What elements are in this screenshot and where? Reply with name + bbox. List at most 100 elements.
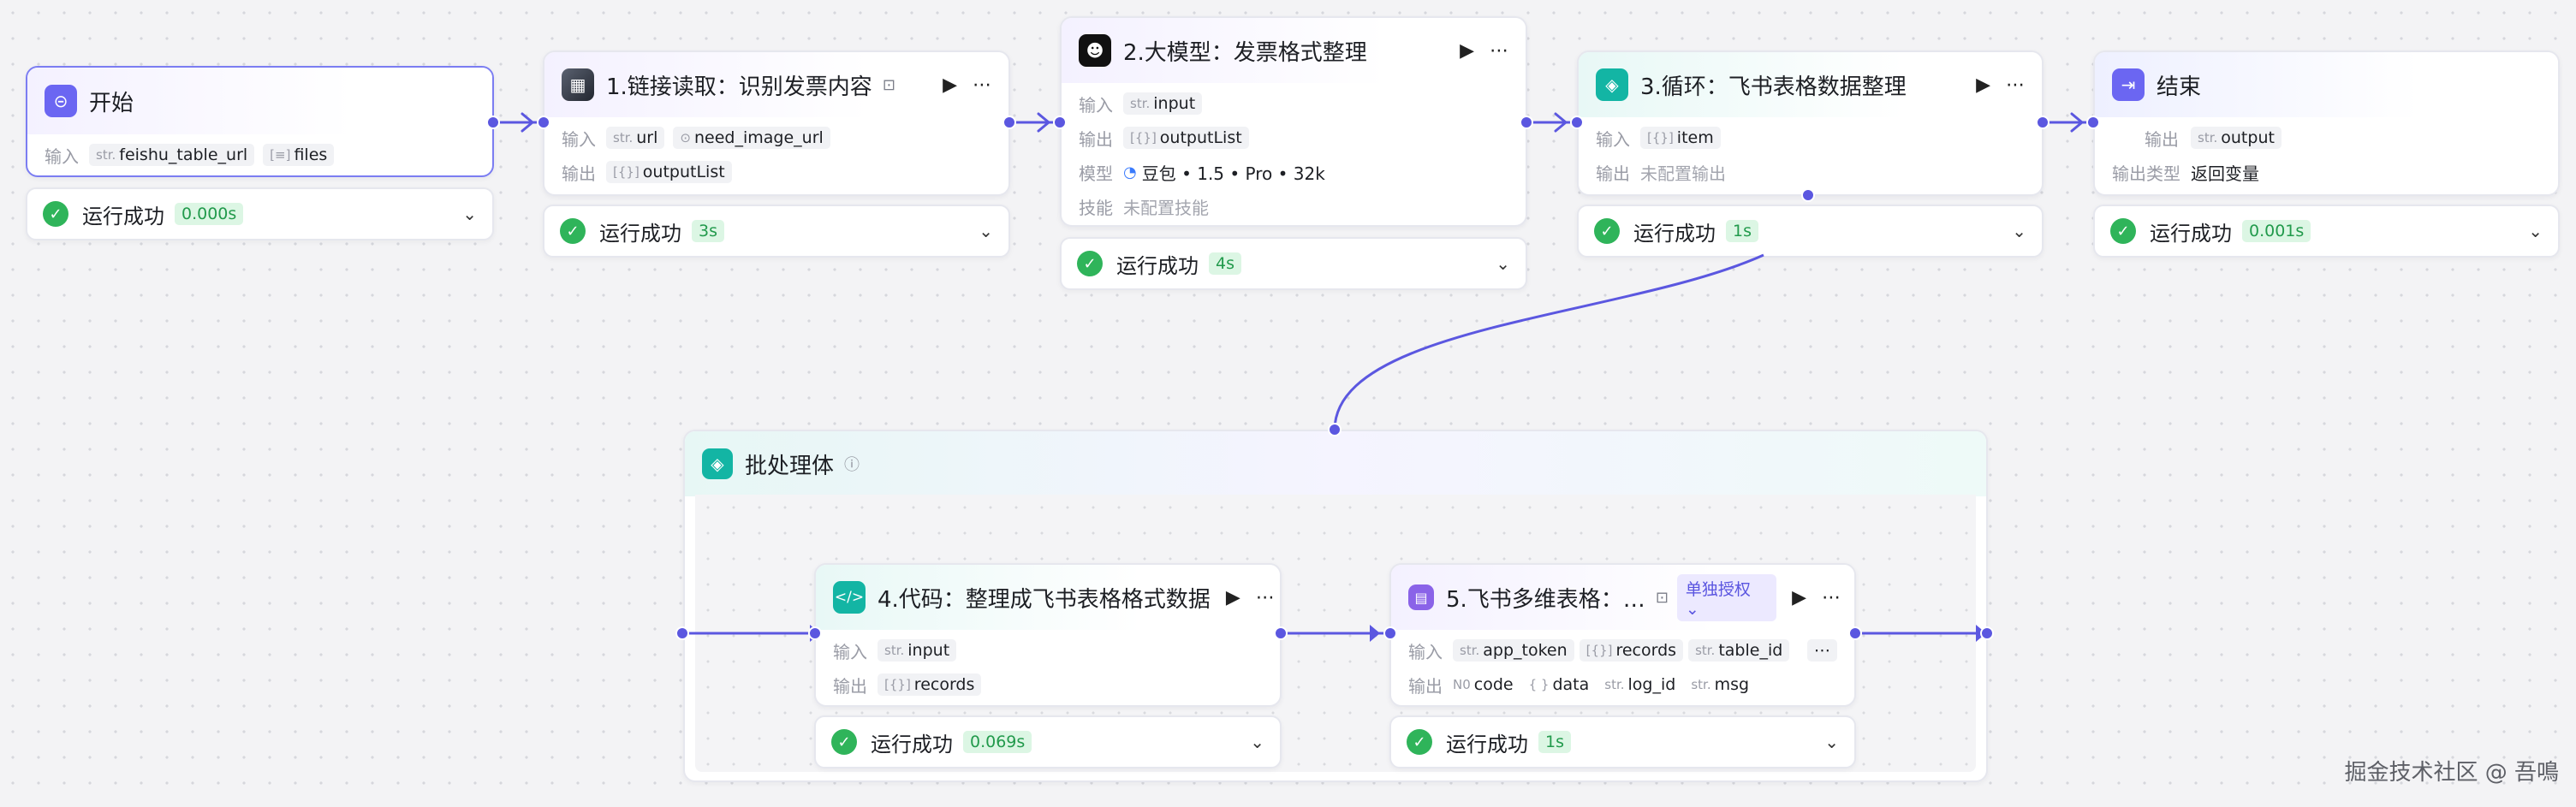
input-row: 输入 str.input — [1079, 86, 1508, 121]
node3-header: ◈ 3.循环：飞书表格数据整理 ▶ ⋯ — [1579, 52, 2042, 117]
run-status-bar[interactable]: ✓ 运行成功 3s ⌄ — [543, 205, 1010, 258]
doubao-icon: ◔ — [1123, 163, 1137, 181]
more-icon[interactable]: ⋯ — [2006, 74, 2025, 96]
more-icon[interactable]: ⋯ — [1255, 586, 1275, 608]
input-row: 输入 str.app_token [{}]records str.table_i… — [1408, 633, 1837, 668]
run-status-bar[interactable]: ✓ 运行成功 0.000s ⌄ — [26, 187, 494, 240]
start-icon: ⊝ — [45, 85, 77, 117]
node4-header: </> 4.代码：整理成飞书表格格式数据 ▶ ⋯ — [816, 565, 1280, 630]
param-tag: str.input — [878, 639, 957, 662]
output-label: 输出 — [1079, 128, 1113, 150]
skill-row: 技能 未配置技能 — [1079, 189, 1508, 223]
model-row: 模型 ◔ 豆包 • 1.5 • Pro • 32k — [1079, 155, 1508, 189]
run-status-bar[interactable]: ✓ 运行成功 1s ⌄ — [1389, 715, 1856, 768]
input-label: 输入 — [45, 145, 79, 167]
param-tag: [{}]records — [1579, 639, 1684, 662]
node-title: 4.代码：整理成飞书表格格式数据 — [878, 586, 1211, 613]
node5-header: ▤ 5.飞书多维表格：… ⊡ 单独授权 ⌄ ▶ ⋯ — [1391, 565, 1854, 630]
input-label: 输入 — [562, 128, 596, 150]
param-tag: str.msg — [1691, 675, 1750, 694]
arrow-start-node1 — [521, 112, 534, 133]
check-icon: ✓ — [1077, 251, 1103, 276]
arrow-node2-node3 — [1554, 112, 1568, 133]
status-text: 运行成功 — [2150, 221, 2232, 246]
start-node[interactable]: ⊝ 开始 输入 str.feishu_table_url [≡]files — [26, 66, 494, 177]
info-icon[interactable]: ⓘ — [844, 456, 860, 474]
model-label: 模型 — [1079, 163, 1113, 184]
node-title: 结束 — [2157, 74, 2202, 100]
run-icon[interactable]: ▶ — [1976, 74, 1990, 96]
time-badge: 0.000s — [175, 203, 244, 225]
chevron-down-icon[interactable]: ⌄ — [1250, 732, 1264, 752]
output-label: 输出 — [1408, 675, 1443, 697]
input-row: 输入 [{}]item — [1596, 121, 2025, 155]
output-type-label: 输出类型 — [2112, 163, 2180, 184]
input-row: 输入 str.url ⊙need_image_url — [562, 121, 991, 155]
llm-node[interactable]: ☻ 2.大模型：发票格式整理 ▶ ⋯ 输入 str.input 输出 [{}]o… — [1060, 16, 1527, 227]
input-row: 输入 str.input — [833, 633, 1263, 668]
loop-node[interactable]: ◈ 3.循环：飞书表格数据整理 ▶ ⋯ 输入 [{}]item 输出 未配置输出 — [1577, 50, 2044, 196]
check-icon: ✓ — [43, 201, 68, 227]
model-name: 豆包 • 1.5 • Pro • 32k — [1141, 163, 1325, 184]
param-tag: [{}]item — [1640, 127, 1721, 149]
output-label: 输出 — [1596, 163, 1630, 184]
run-status-bar[interactable]: ✓ 运行成功 0.069s ⌄ — [814, 715, 1282, 768]
param-tag: [{}]outputList — [1123, 127, 1249, 149]
node-title: 2.大模型：发票格式整理 — [1123, 39, 1367, 66]
run-status-bar[interactable]: ✓ 运行成功 1s ⌄ — [1577, 205, 2044, 258]
param-tag: { }data — [1528, 675, 1590, 694]
check-icon: ✓ — [2110, 218, 2136, 244]
input-label: 输入 — [833, 641, 867, 662]
chevron-down-icon[interactable]: ⌄ — [462, 204, 477, 224]
arrow-node1-node2 — [1037, 112, 1050, 133]
auth-dropdown[interactable]: 单独授权 ⌄ — [1676, 573, 1777, 621]
output-label: 输出 — [562, 163, 596, 184]
run-icon[interactable]: ▶ — [1792, 586, 1806, 608]
output-row: 输出 未配置输出 — [1596, 155, 2025, 189]
input-label: 输入 — [1408, 641, 1443, 662]
link-reader-icon: ▦ — [562, 68, 594, 101]
bitable-icon: ▤ — [1408, 584, 1434, 610]
input-row: 输入 str.feishu_table_url [≡]files — [45, 138, 475, 172]
feishu-bitable-node[interactable]: ▤ 5.飞书多维表格：… ⊡ 单独授权 ⌄ ▶ ⋯ 输入 str.app_tok… — [1389, 563, 1856, 707]
status-text: 运行成功 — [1116, 253, 1199, 278]
param-tag: [{}]records — [878, 673, 982, 696]
param-tag: str.log_id — [1604, 675, 1676, 694]
more-icon[interactable]: ⋯ — [1490, 39, 1508, 62]
output-row: 输出 str.output — [2112, 121, 2541, 155]
time-badge: 3s — [692, 220, 724, 242]
skill-label: 技能 — [1079, 197, 1113, 218]
link-reader-node[interactable]: ▦ 1.链接读取：识别发票内容 ⊡ ▶ ⋯ 输入 str.url ⊙need_i… — [543, 50, 1010, 196]
chevron-down-icon[interactable]: ⌄ — [1824, 732, 1839, 752]
check-icon: ✓ — [1594, 218, 1620, 244]
plugin-icon: ⊡ — [882, 75, 895, 94]
code-node[interactable]: </> 4.代码：整理成飞书表格格式数据 ▶ ⋯ 输入 str.input 输出… — [814, 563, 1282, 707]
more-icon[interactable]: ⋯ — [1822, 586, 1841, 608]
check-icon: ✓ — [831, 729, 857, 755]
code-icon: </> — [833, 581, 866, 614]
node2-header: ☻ 2.大模型：发票格式整理 ▶ ⋯ — [1062, 18, 1526, 83]
time-badge: 4s — [1209, 252, 1241, 275]
run-status-bar[interactable]: ✓ 运行成功 4s ⌄ — [1060, 237, 1527, 290]
start-node-header: ⊝ 开始 — [27, 68, 492, 134]
run-status-bar[interactable]: ✓ 运行成功 0.001s ⌄ — [2093, 205, 2560, 258]
input-label: 输入 — [1079, 94, 1113, 116]
node1-header: ▦ 1.链接读取：识别发票内容 ⊡ ▶ ⋯ — [544, 52, 1008, 117]
more-params-button[interactable]: ⋯ — [1807, 639, 1837, 662]
chevron-down-icon[interactable]: ⌄ — [2012, 221, 2026, 241]
chevron-down-icon[interactable]: ⌄ — [2528, 221, 2543, 241]
chevron-down-icon[interactable]: ⌄ — [979, 221, 993, 241]
chevron-down-icon[interactable]: ⌄ — [1496, 253, 1510, 274]
more-icon[interactable]: ⋯ — [973, 74, 991, 96]
param-tag: str.url — [606, 127, 665, 149]
time-badge: 0.001s — [2242, 220, 2311, 242]
run-icon[interactable]: ▶ — [1460, 39, 1474, 62]
run-icon[interactable]: ▶ — [1225, 586, 1240, 608]
run-icon[interactable]: ▶ — [943, 74, 957, 96]
output-row: 输出 [{}]records — [833, 668, 1263, 702]
time-badge: 1s — [1538, 731, 1571, 753]
output-label: 输出 — [833, 675, 867, 697]
end-node[interactable]: ⇥ 结束 输出 str.output 输出类型 返回变量 — [2093, 50, 2560, 196]
param-tag: str.table_id — [1688, 639, 1790, 662]
status-text: 运行成功 — [871, 732, 953, 757]
